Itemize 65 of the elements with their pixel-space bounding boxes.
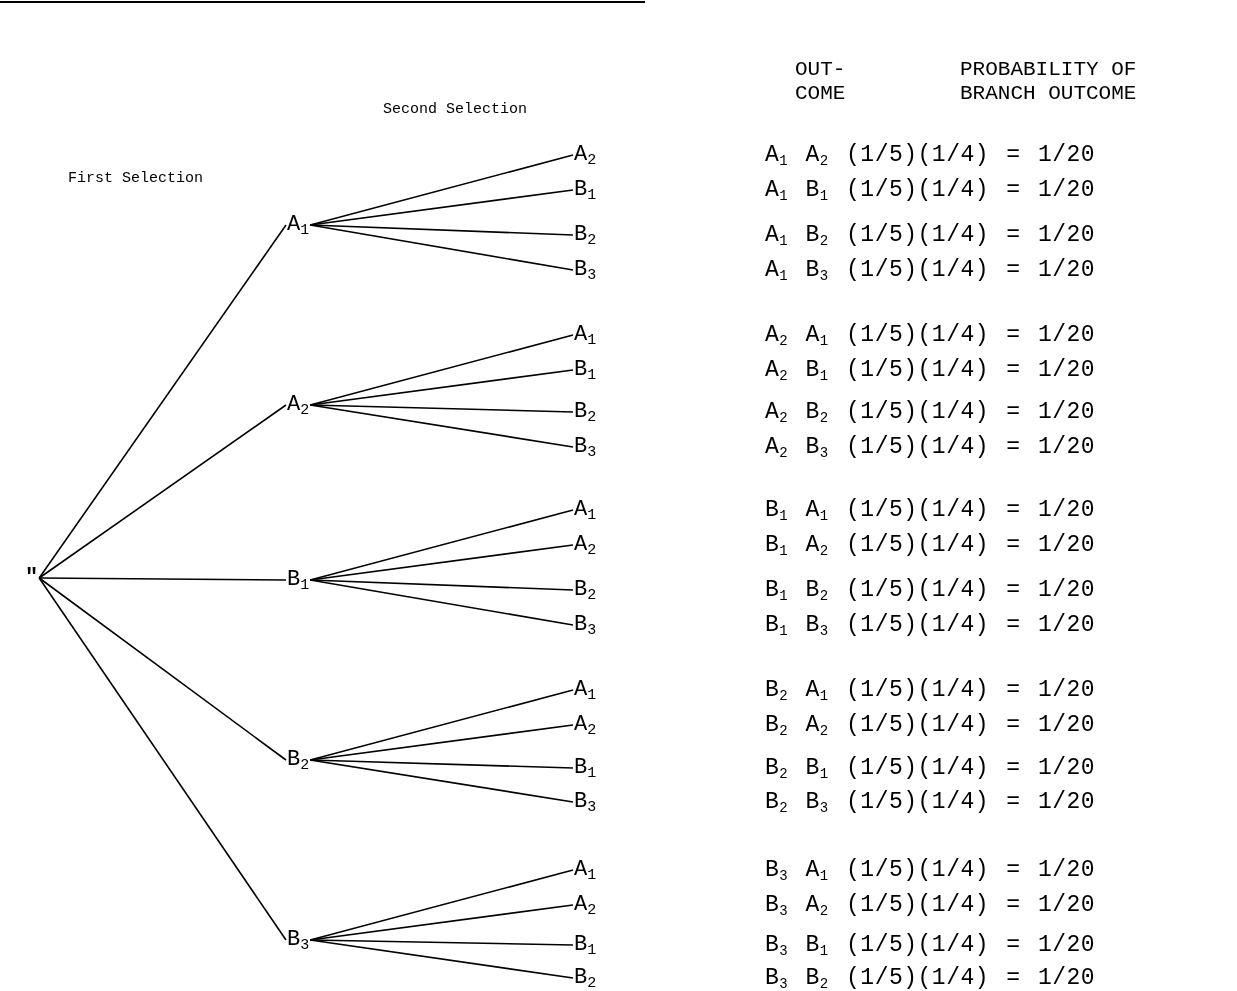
- outcome-probability: B$_{1}$ A$_{2}$ (1/5)(1/4) = 1/20: [765, 532, 1096, 558]
- outcome-probability: B$_{2}$ B$_{1}$ (1/5)(1/4) = 1/20: [765, 755, 1096, 781]
- outcome-probability: A$_{1}$ B$_{1}$ (1/5)(1/4) = 1/20: [765, 177, 1096, 203]
- first-selection-label: B$_{1}$: [286, 567, 311, 593]
- outcome-probability: A$_{2}$ B$_{1}$ (1/5)(1/4) = 1/20: [765, 357, 1096, 383]
- stage-label: Second Selection: [383, 101, 528, 118]
- second-selection-label: A$_{1}$: [573, 497, 598, 523]
- second-selection-label: B$_{3}$: [573, 434, 598, 460]
- outcome-probability: B$_{1}$ B$_{3}$ (1/5)(1/4) = 1/20: [765, 612, 1096, 638]
- branch-line: [309, 939, 574, 946]
- column-header: PROBABILITY OF BRANCH OUTCOME: [960, 58, 1138, 107]
- second-selection-label: B$_{3}$: [573, 257, 598, 283]
- second-selection-label: B$_{3}$: [573, 612, 598, 638]
- branch-line: [309, 224, 574, 236]
- branch-line: [309, 759, 574, 769]
- branch-line: [38, 577, 287, 941]
- root-mark: ": [24, 565, 40, 591]
- outcome-probability: B$_{3}$ B$_{1}$ (1/5)(1/4) = 1/20: [765, 932, 1096, 958]
- branch-line: [38, 404, 287, 579]
- branch-line: [38, 577, 287, 761]
- second-selection-label: A$_{2}$: [573, 142, 598, 168]
- second-selection-label: B$_{2}$: [573, 399, 598, 425]
- branch-line: [38, 577, 287, 581]
- outcome-probability: A$_{1}$ B$_{3}$ (1/5)(1/4) = 1/20: [765, 257, 1096, 283]
- first-selection-label: B$_{3}$: [286, 927, 311, 953]
- second-selection-label: B$_{1}$: [573, 177, 598, 203]
- branch-line: [309, 579, 574, 591]
- second-selection-label: B$_{1}$: [573, 932, 598, 958]
- second-selection-label: B$_{2}$: [573, 577, 598, 603]
- branch-line: [309, 939, 574, 979]
- outcome-probability: A$_{2}$ B$_{3}$ (1/5)(1/4) = 1/20: [765, 434, 1096, 460]
- branch-line: [309, 404, 574, 448]
- second-selection-label: A$_{2}$: [573, 532, 598, 558]
- column-header: OUT- COME: [795, 58, 846, 107]
- branch-line: [309, 579, 574, 626]
- outcome-probability: B$_{2}$ A$_{2}$ (1/5)(1/4) = 1/20: [765, 712, 1096, 738]
- outcome-probability: B$_{3}$ B$_{2}$ (1/5)(1/4) = 1/20: [765, 965, 1096, 991]
- outcome-probability: B$_{1}$ A$_{1}$ (1/5)(1/4) = 1/20: [765, 497, 1096, 523]
- second-selection-label: B$_{1}$: [573, 755, 598, 781]
- second-selection-label: B$_{2}$: [573, 222, 598, 248]
- outcome-probability: B$_{1}$ B$_{2}$ (1/5)(1/4) = 1/20: [765, 577, 1096, 603]
- first-selection-label: A$_{1}$: [286, 212, 311, 238]
- outcome-probability: B$_{3}$ A$_{1}$ (1/5)(1/4) = 1/20: [765, 857, 1096, 883]
- first-selection-label: B$_{2}$: [286, 747, 311, 773]
- outcome-probability: A$_{2}$ A$_{1}$ (1/5)(1/4) = 1/20: [765, 322, 1096, 348]
- outcome-probability: A$_{1}$ A$_{2}$ (1/5)(1/4) = 1/20: [765, 142, 1096, 168]
- outcome-probability: B$_{3}$ A$_{2}$ (1/5)(1/4) = 1/20: [765, 892, 1096, 918]
- branch-line: [309, 224, 574, 271]
- second-selection-label: A$_{1}$: [573, 857, 598, 883]
- second-selection-label: A$_{2}$: [573, 892, 598, 918]
- outcome-probability: A$_{1}$ B$_{2}$ (1/5)(1/4) = 1/20: [765, 222, 1096, 248]
- outcome-probability: B$_{2}$ A$_{1}$ (1/5)(1/4) = 1/20: [765, 677, 1096, 703]
- stage-label: First Selection: [68, 170, 204, 187]
- second-selection-label: B$_{3}$: [573, 789, 598, 815]
- branch-line: [309, 759, 574, 803]
- second-selection-label: A$_{2}$: [573, 712, 598, 738]
- second-selection-label: B$_{2}$: [573, 965, 598, 991]
- second-selection-label: B$_{1}$: [573, 357, 598, 383]
- second-selection-label: A$_{1}$: [573, 322, 598, 348]
- branch-line: [309, 404, 574, 413]
- branch-line: [38, 224, 287, 579]
- first-selection-label: A$_{2}$: [286, 392, 311, 418]
- outcome-probability: B$_{2}$ B$_{3}$ (1/5)(1/4) = 1/20: [765, 789, 1096, 815]
- outcome-probability: A$_{2}$ B$_{2}$ (1/5)(1/4) = 1/20: [765, 399, 1096, 425]
- second-selection-label: A$_{1}$: [573, 677, 598, 703]
